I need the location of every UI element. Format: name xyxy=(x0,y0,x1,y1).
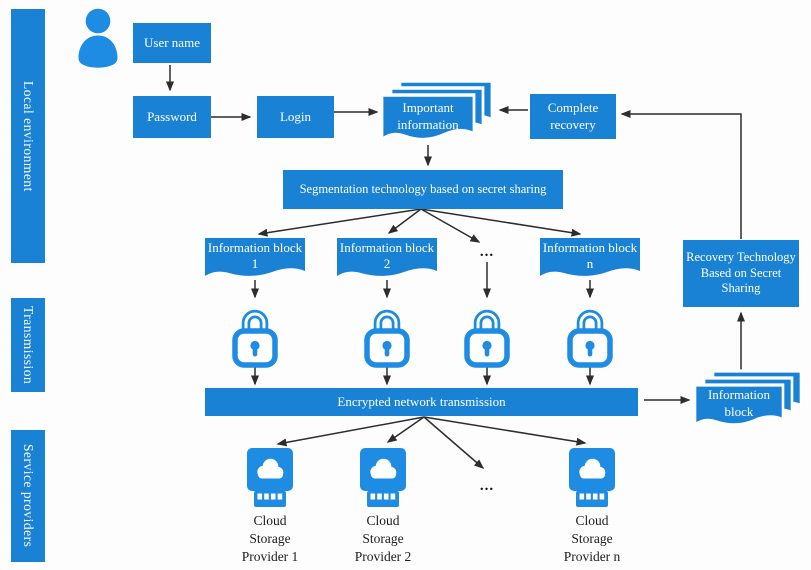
user-icon xyxy=(74,8,122,73)
information-block-1-label: Information block 1 xyxy=(207,239,303,272)
login-box: Login xyxy=(257,96,334,138)
lane-transmission-label: Transmission xyxy=(21,305,36,385)
provider-2-label: Cloud Storage Provider 2 xyxy=(354,513,412,564)
padlock-icon xyxy=(566,302,614,373)
login-label: Login xyxy=(279,108,312,124)
lane-service-providers-label: Service providers xyxy=(21,444,36,548)
document-shape xyxy=(337,238,437,276)
lane-transmission: Transmission xyxy=(11,298,45,392)
document-shape xyxy=(693,383,785,428)
information-block-stack-label: Information block xyxy=(707,387,771,420)
recovery-technology-label: Recovery Technology Based on Secret Shar… xyxy=(686,250,796,296)
complete-recovery-box: Complete recovery xyxy=(530,94,616,139)
encrypted-transmission-label: Encrypted network transmission xyxy=(337,393,506,409)
ellipsis-text: ... xyxy=(479,477,495,494)
password-label: Password xyxy=(147,108,197,124)
important-information-label: Important information xyxy=(397,99,459,132)
provider-1-label: Cloud Storage Provider 1 xyxy=(241,513,299,564)
cloud-storage-icon xyxy=(360,448,406,513)
complete-recovery-label: Complete recovery xyxy=(547,100,599,132)
information-block-n-label: Information block n xyxy=(542,239,638,272)
document-shape xyxy=(380,93,476,143)
lane-local-environment: Local environment xyxy=(11,9,45,263)
information-block-n: Information block n xyxy=(540,238,640,278)
padlock-icon xyxy=(363,302,411,373)
information-block-2: Information block 2 xyxy=(337,238,437,278)
padlock-icon xyxy=(463,302,511,373)
provider-n-label: Cloud Storage Provider n xyxy=(563,513,621,564)
cloud-storage-icon xyxy=(247,448,293,513)
information-block-1: Information block 1 xyxy=(205,238,305,278)
lane-local-environment-label: Local environment xyxy=(21,80,36,192)
user-name-box: User name xyxy=(133,23,211,63)
providers-ellipsis: ... xyxy=(471,477,503,495)
password-box: Password xyxy=(133,96,211,138)
recovery-technology-box: Recovery Technology Based on Secret Shar… xyxy=(683,240,799,307)
cloud-storage-icon xyxy=(569,448,615,513)
document-shape xyxy=(205,238,305,276)
important-information-stack: Important information xyxy=(380,79,494,143)
user-name-label: User name xyxy=(144,34,200,50)
lane-service-providers: Service providers xyxy=(11,430,45,562)
ellipsis-text: ... xyxy=(479,243,495,260)
information-blocks-ellipsis: ... xyxy=(471,243,503,261)
information-block-2-label: Information block 2 xyxy=(339,239,435,272)
information-block-stack: Information block xyxy=(693,369,803,428)
padlock-icon xyxy=(231,302,279,373)
segmentation-box: Segmentation technology based on secret … xyxy=(283,170,563,209)
segmentation-label: Segmentation technology based on secret … xyxy=(299,181,547,196)
document-shape xyxy=(540,238,640,276)
encrypted-transmission-bar: Encrypted network transmission xyxy=(205,388,638,416)
